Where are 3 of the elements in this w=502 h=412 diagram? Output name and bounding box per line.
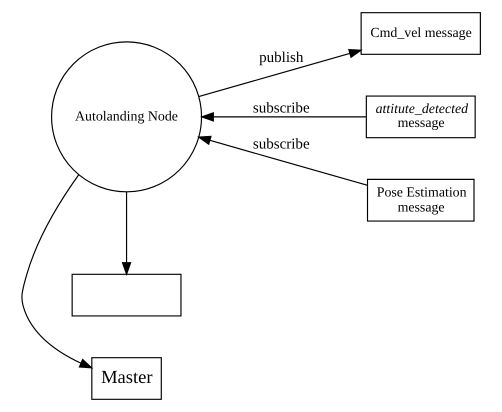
edge-label: subscribe [252,100,310,117]
edge-label: publish [259,50,304,66]
edge-label: subscribe [252,136,310,153]
